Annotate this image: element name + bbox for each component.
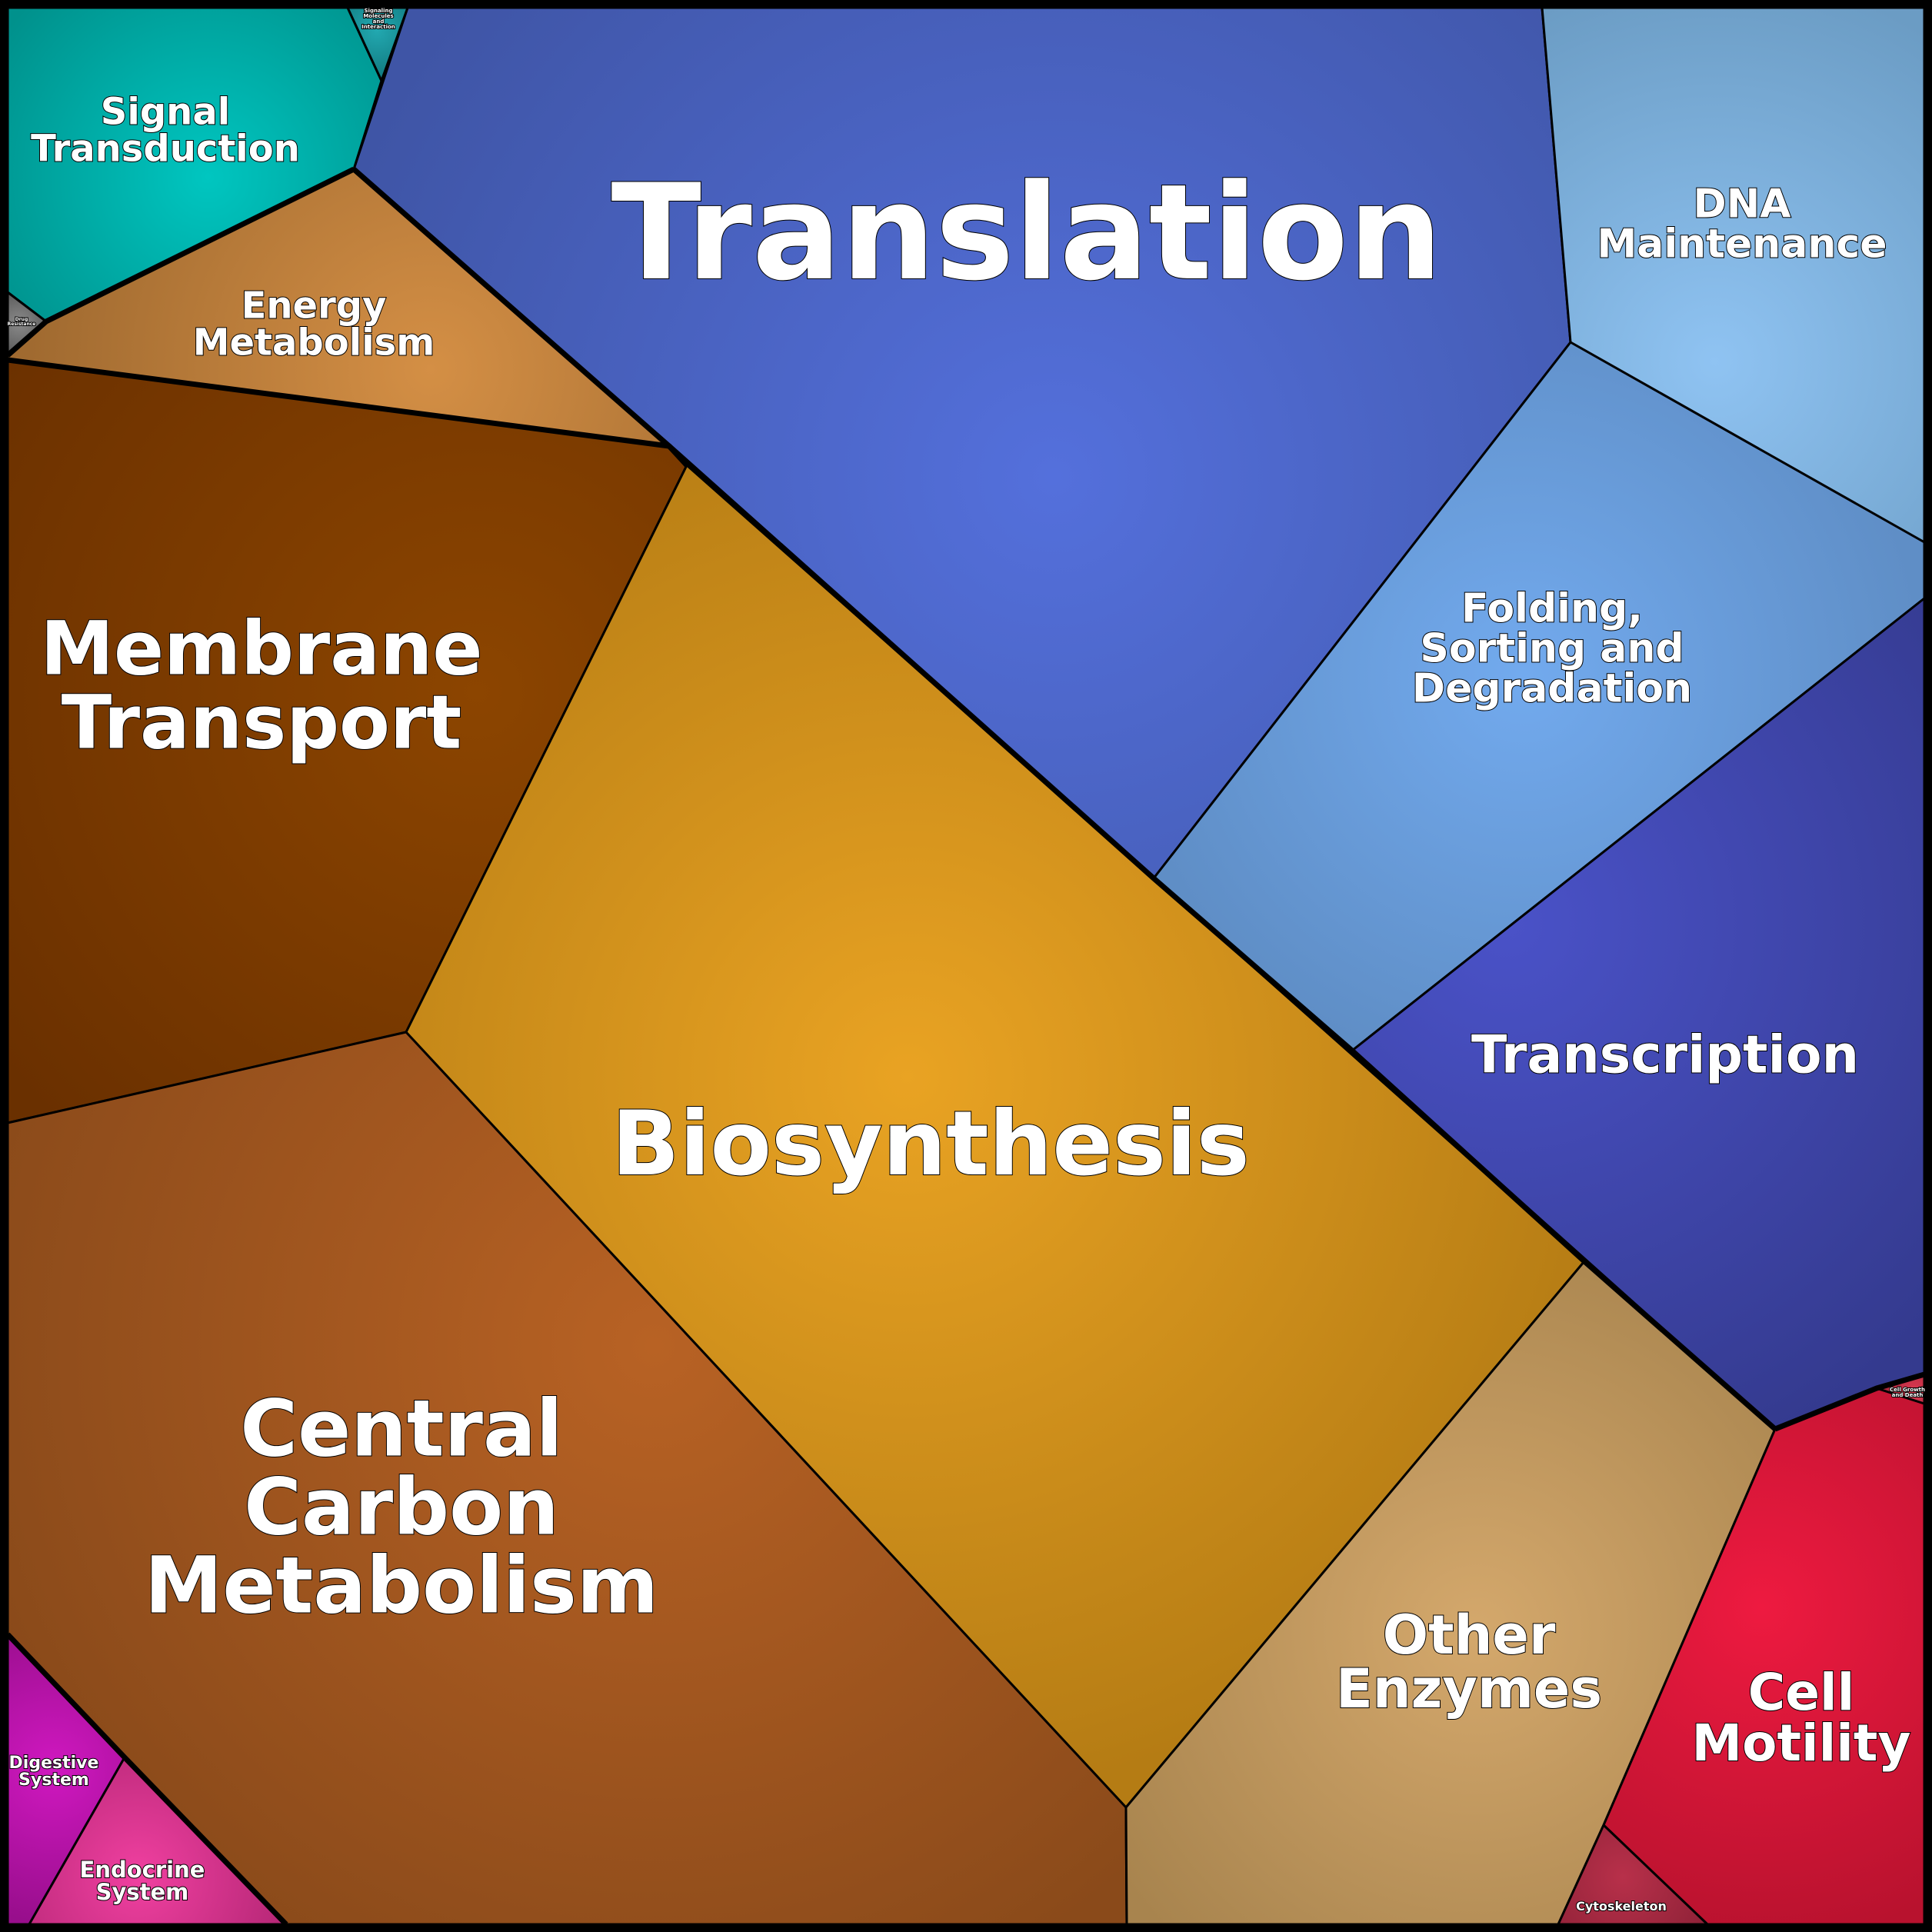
label-line: DNA [1694,182,1791,228]
label-line: Carbon [244,1462,559,1554]
label-line: Central [240,1384,563,1475]
label-line: System [96,1879,189,1905]
label-line: Cytoskeleton [1576,1899,1667,1914]
label-line: System [18,1770,89,1790]
label-line: Interaction [361,24,395,30]
label-line: Transcription [1471,1024,1859,1085]
label-line: Sorting and [1420,626,1684,672]
label-line: Signal [101,90,230,133]
label-line: Folding, [1461,586,1643,632]
label-line: Drug [15,317,28,322]
label-cytoskeleton: Cytoskeleton [1576,1899,1667,1914]
label-transcription: Transcription [1471,1024,1859,1085]
label-line: Degradation [1412,666,1692,712]
label-line: Transport [62,680,461,766]
label-biosynthesis: Biosynthesis [611,1092,1250,1196]
label-line: Other [1383,1604,1556,1667]
label-line: Molecules [363,13,393,19]
label-line: Maintenance [1597,222,1887,268]
label-line: Cell [1748,1663,1854,1722]
label-line: Translation [611,155,1443,310]
label-line: Enzymes [1336,1657,1602,1720]
group-border [5,166,355,358]
label-line: Energy [242,284,387,327]
label-translation: Translation [611,155,1443,310]
label-line: Metabolism [145,1541,658,1632]
label-line: Resistance [8,321,36,327]
label-line: and [373,18,385,25]
label-line: Signaling [365,8,393,14]
label-line: Cell Growth [1890,1387,1925,1393]
label-line: Digestive [9,1754,99,1773]
label-line: Metabolism [193,321,435,364]
label-line: Transduction [31,127,300,170]
group-border [5,1632,288,1927]
group-border [351,167,1777,1431]
label-line: Membrane [41,606,483,692]
label-line: Motility [1691,1714,1910,1773]
label-line: Biosynthesis [611,1092,1250,1196]
label-line: Endocrine [80,1857,205,1883]
group-border [7,357,689,468]
cells-layer [6,6,1926,1926]
label-line: and Death [1892,1392,1924,1398]
group-border [1774,1371,1925,1432]
